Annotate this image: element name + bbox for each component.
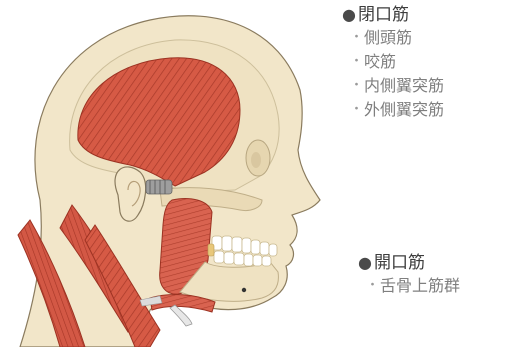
bullet-dot-icon: ●: [358, 253, 372, 272]
list-item: ・内側翼突筋: [342, 74, 444, 98]
opening-muscles-legend: ●開口筋 ・舌骨上筋群: [358, 252, 460, 298]
bullet-icon: ・: [350, 26, 363, 50]
opening-muscles-list: ・舌骨上筋群: [358, 274, 460, 298]
closing-muscles-heading: ●閉口筋: [342, 4, 444, 26]
opening-muscles-heading: ●開口筋: [358, 252, 460, 274]
closing-muscles-legend: ●閉口筋 ・側頭筋 ・咬筋 ・内側翼突筋 ・外側翼突筋: [342, 4, 444, 122]
bullet-icon: ・: [366, 274, 379, 298]
list-item: ・咬筋: [342, 50, 444, 74]
bullet-icon: ・: [350, 50, 363, 74]
bullet-dot-icon: ●: [342, 5, 356, 24]
bullet-icon: ・: [350, 74, 363, 98]
bullet-icon: ・: [350, 98, 363, 122]
list-item: ・側頭筋: [342, 26, 444, 50]
list-item: ・外側翼突筋: [342, 98, 444, 122]
closing-muscles-list: ・側頭筋 ・咬筋 ・内側翼突筋 ・外側翼突筋: [342, 26, 444, 122]
list-item: ・舌骨上筋群: [358, 274, 460, 298]
